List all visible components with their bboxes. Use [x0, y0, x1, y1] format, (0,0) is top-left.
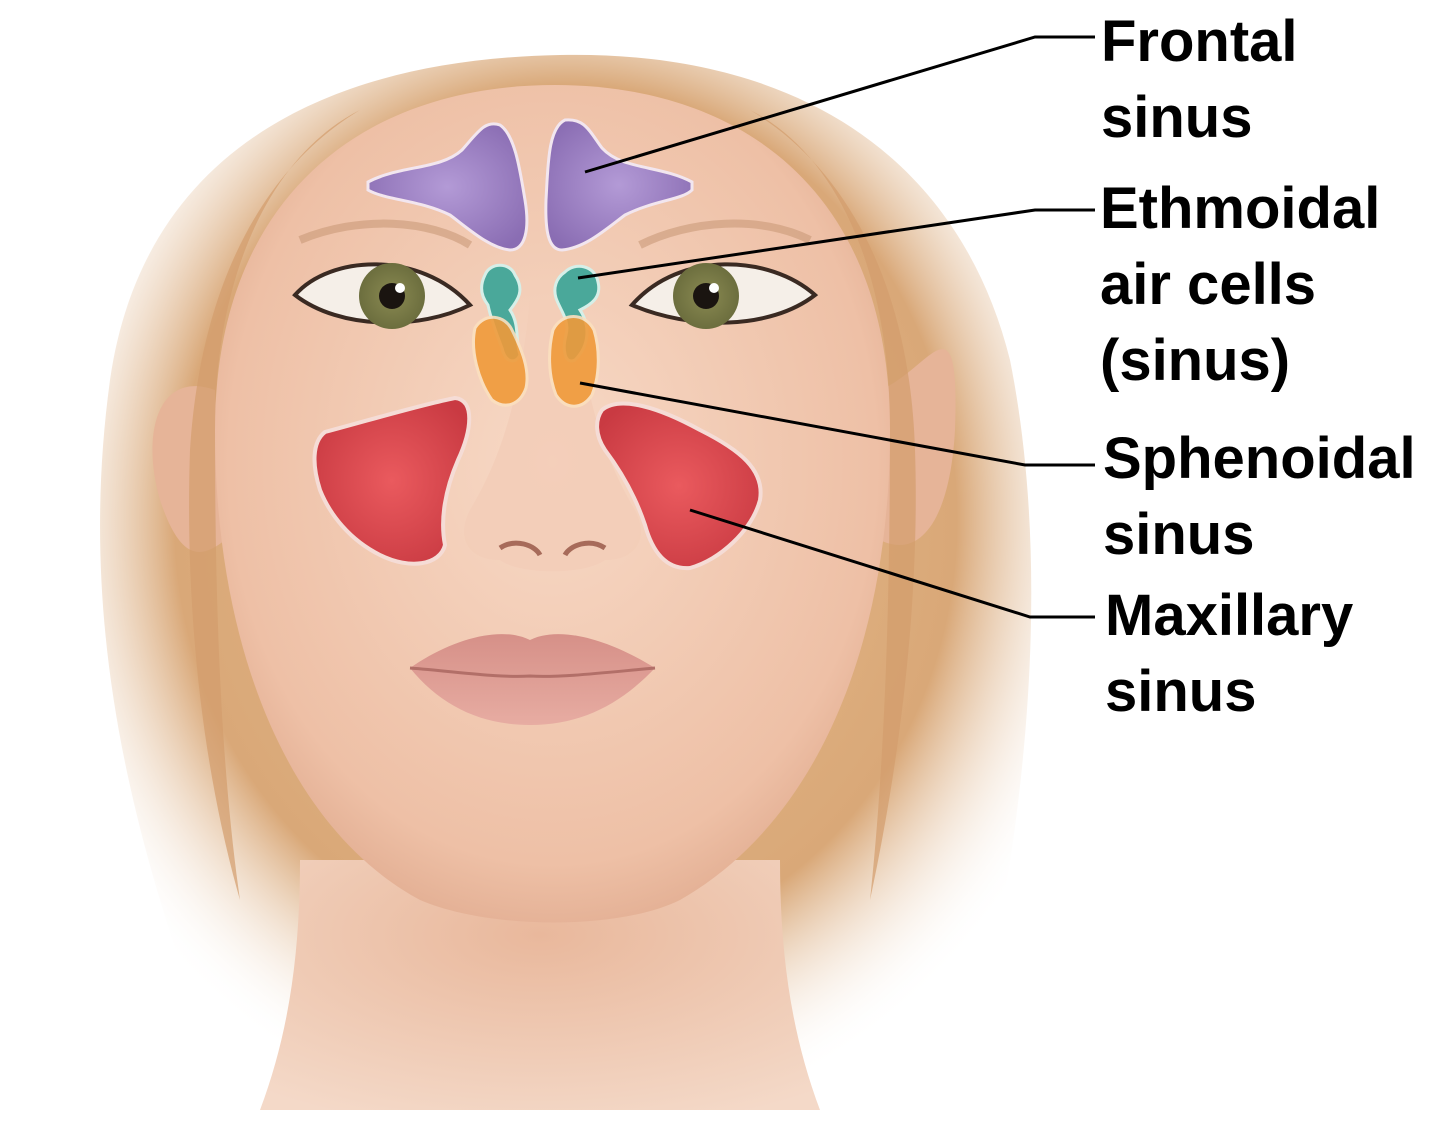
sphenoidal-label-line-2: sinus: [1103, 497, 1416, 573]
ethmoidal-air-cells-label: Ethmoidal air cells (sinus): [1100, 171, 1380, 399]
frontal-label-line-2: sinus: [1101, 80, 1298, 156]
maxillary-label-line-1: Maxillary: [1105, 578, 1353, 654]
sphenoidal-sinus-label: Sphenoidal sinus: [1103, 421, 1416, 573]
maxillary-label-line-2: sinus: [1105, 654, 1353, 730]
frontal-sinus-label: Frontal sinus: [1101, 4, 1298, 156]
ethmoidal-label-line-2: air cells: [1100, 247, 1380, 323]
maxillary-sinus-label: Maxillary sinus: [1105, 578, 1353, 730]
frontal-label-line-1: Frontal: [1101, 4, 1298, 80]
sphenoidal-label-line-1: Sphenoidal: [1103, 421, 1416, 497]
ethmoidal-label-line-1: Ethmoidal: [1100, 171, 1380, 247]
ethmoidal-label-line-3: (sinus): [1100, 323, 1380, 399]
